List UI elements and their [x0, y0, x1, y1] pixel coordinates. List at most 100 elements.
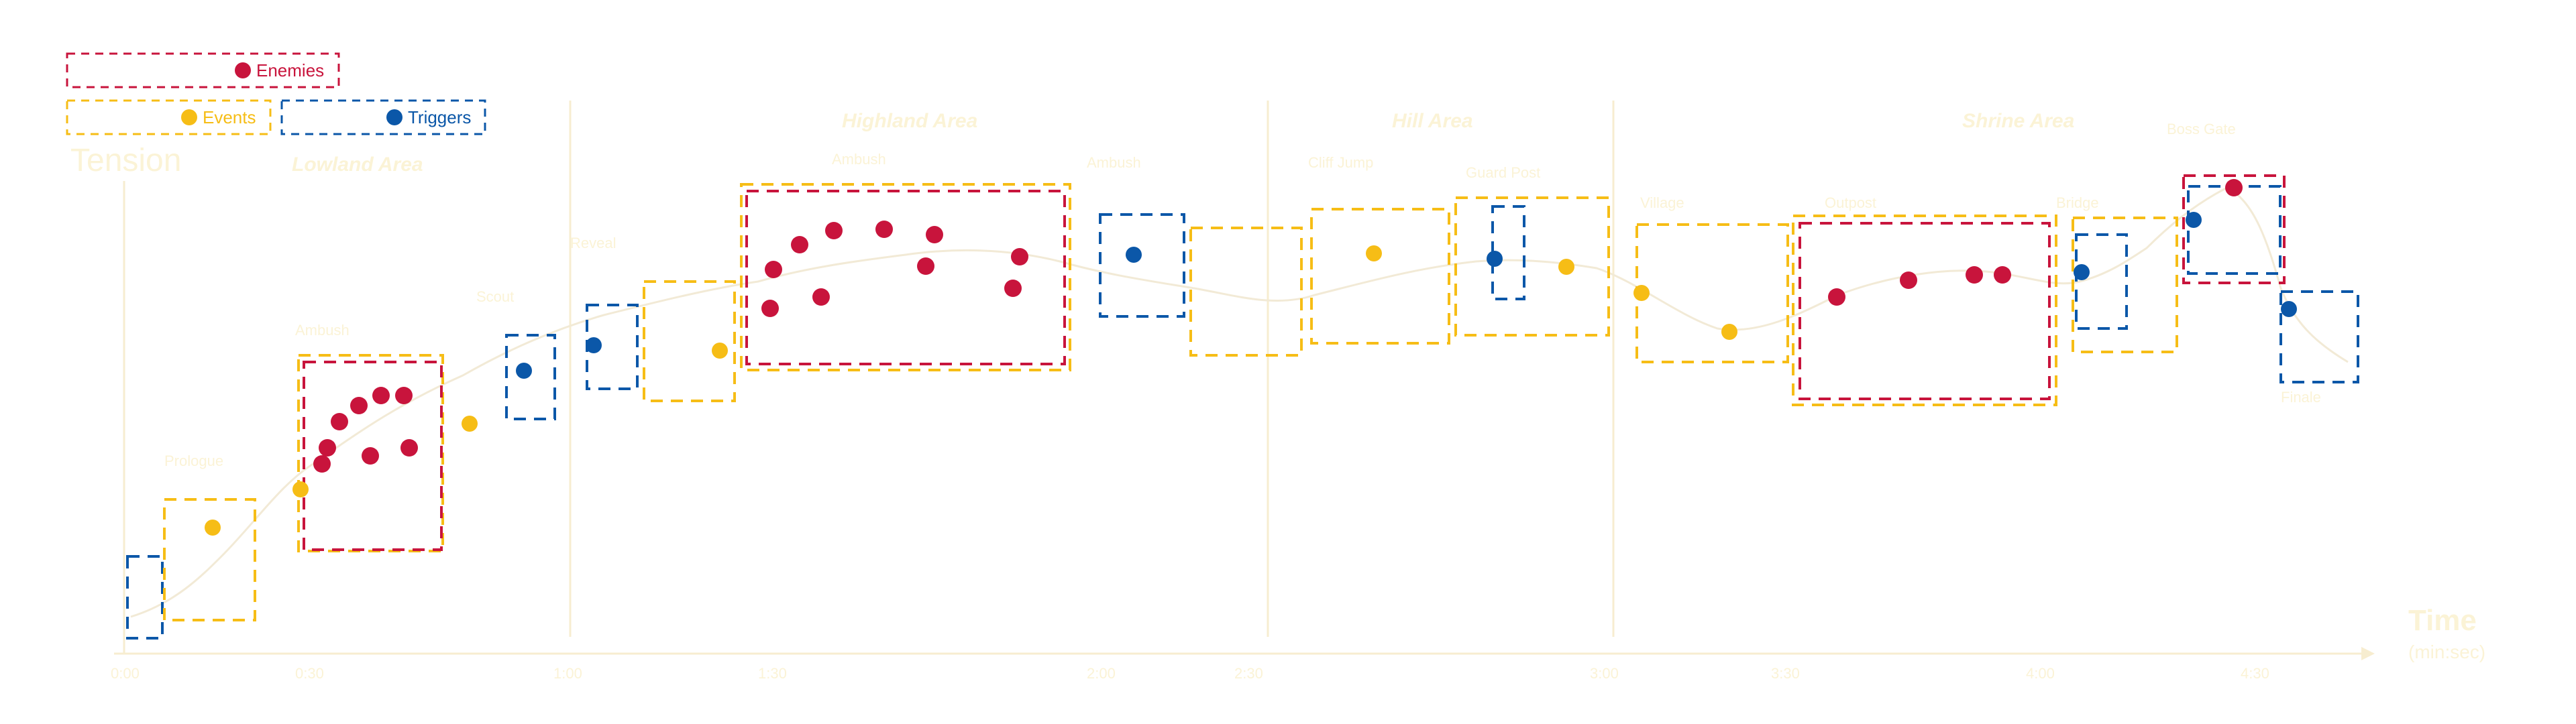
enemy-marker — [400, 439, 418, 457]
enemy-zone-box — [2182, 174, 2286, 284]
x-tick-label: 1:00 — [553, 665, 582, 682]
faint-label: Ambush — [1087, 154, 1141, 171]
legend-enemies-box — [66, 52, 340, 88]
event-marker — [1721, 324, 1737, 340]
enemy-marker — [2225, 179, 2243, 196]
y-axis-title: Tension — [70, 143, 181, 178]
faint-label: Scout — [476, 288, 514, 305]
event-zone-box — [2072, 217, 2178, 353]
faint-label: Ambush — [832, 151, 886, 168]
faint-label: Village — [1640, 194, 1684, 211]
trigger-zone-box — [1099, 213, 1185, 318]
enemy-marker — [1011, 248, 1028, 265]
enemy-zone-box — [745, 190, 1066, 365]
axis-titles: Tension Time (min:sec) — [70, 143, 2485, 662]
enemy-marker — [875, 221, 893, 238]
enemy-markers — [313, 179, 2243, 473]
trigger-zone-box — [2075, 233, 2128, 330]
enemy-marker — [1004, 280, 1022, 297]
trigger-markers — [516, 212, 2297, 379]
faint-label: Bridge — [2056, 194, 2099, 211]
enemy-marker — [825, 222, 843, 239]
x-axis-title: Time — [2408, 604, 2477, 637]
enemy-marker — [917, 257, 934, 275]
x-tick-labels: 0:00 0:30 1:00 1:30 2:00 2:30 3:00 3:30 … — [111, 665, 2269, 682]
enemy-marker — [812, 288, 830, 306]
x-tick-label: 0:00 — [111, 665, 140, 682]
enemy-marker — [1994, 266, 2011, 284]
enemy-marker — [372, 387, 390, 404]
event-marker — [205, 520, 221, 536]
enemy-marker — [331, 413, 348, 430]
enemy-marker — [1828, 288, 1845, 306]
enemy-zone-box — [1799, 222, 2051, 400]
faint-label: Outpost — [1825, 194, 1876, 211]
enemy-marker — [313, 455, 331, 473]
trigger-zone-box — [2187, 185, 2282, 275]
legend-enemies-label: Enemies — [256, 60, 324, 80]
tension-curve — [130, 186, 2349, 618]
trigger-marker — [1126, 247, 1142, 263]
event-zone-box — [643, 280, 736, 402]
legend-triggers-box — [280, 99, 486, 135]
legend-triggers-dot — [386, 109, 402, 125]
event-zone-box — [740, 183, 1071, 371]
legend: Enemies Events Triggers — [66, 52, 486, 135]
event-zone-box — [1189, 227, 1303, 357]
x-tick-label: 1:30 — [758, 665, 787, 682]
event-marker — [292, 481, 309, 497]
trigger-marker — [586, 337, 602, 353]
x-tick-label: 4:00 — [2026, 665, 2055, 682]
trigger-zone-box — [126, 555, 164, 640]
event-zone-box — [1792, 215, 2057, 406]
enemy-marker — [765, 261, 782, 278]
x-tick-label: 2:30 — [1234, 665, 1263, 682]
trigger-marker — [516, 363, 532, 379]
event-marker — [712, 343, 728, 359]
enemy-marker — [791, 236, 808, 253]
event-marker — [1558, 259, 1574, 275]
area-label-lowland: Lowland Area — [292, 154, 423, 176]
trigger-marker — [2186, 212, 2202, 228]
x-tick-label: 3:30 — [1771, 665, 1800, 682]
x-tick-label: 2:00 — [1087, 665, 1116, 682]
enemy-marker — [362, 447, 379, 465]
x-axis-unit: (min:sec) — [2408, 642, 2485, 662]
event-zone-box — [1635, 223, 1789, 363]
event-marker — [1633, 285, 1650, 301]
x-tick-label: 3:00 — [1590, 665, 1619, 682]
faint-label: Reveal — [570, 235, 616, 251]
legend-enemies-dot — [235, 62, 251, 78]
faint-label: Guard Post — [1466, 164, 1540, 181]
trigger-marker — [2281, 301, 2297, 317]
enemy-marker — [350, 397, 368, 414]
event-marker — [1366, 245, 1382, 261]
region-boxes — [126, 174, 2359, 640]
trigger-marker — [2074, 264, 2090, 280]
faint-event-labels: Prologue Ambush Scout Reveal Ambush Ambu… — [164, 121, 2321, 469]
area-label-shrine: Shrine Area — [1962, 110, 2074, 132]
area-label-highland: Highland Area — [842, 110, 977, 132]
event-markers — [205, 245, 1737, 536]
event-zone-box — [1454, 196, 1610, 337]
x-axis-arrow — [2361, 647, 2375, 660]
faint-label: Prologue — [164, 452, 223, 469]
enemy-marker — [1966, 266, 1983, 284]
enemy-marker — [926, 226, 943, 243]
legend-events-dot — [181, 109, 197, 125]
event-zone-box — [1310, 208, 1450, 345]
legend-events-label: Events — [203, 107, 256, 127]
event-zone-box — [163, 498, 256, 621]
trigger-zone-box — [505, 334, 556, 420]
enemy-marker — [1900, 272, 1917, 289]
trigger-zone-box — [2279, 290, 2359, 383]
legend-triggers-label: Triggers — [408, 107, 471, 127]
faint-label: Finale — [2281, 389, 2321, 406]
faint-label: Ambush — [295, 322, 350, 339]
area-labels: Lowland Area Highland Area Hill Area Shr… — [292, 110, 2074, 176]
enemy-zone-box — [303, 361, 443, 551]
x-tick-label: 0:30 — [295, 665, 324, 682]
enemy-marker — [395, 387, 413, 404]
x-tick-label: 4:30 — [2241, 665, 2269, 682]
